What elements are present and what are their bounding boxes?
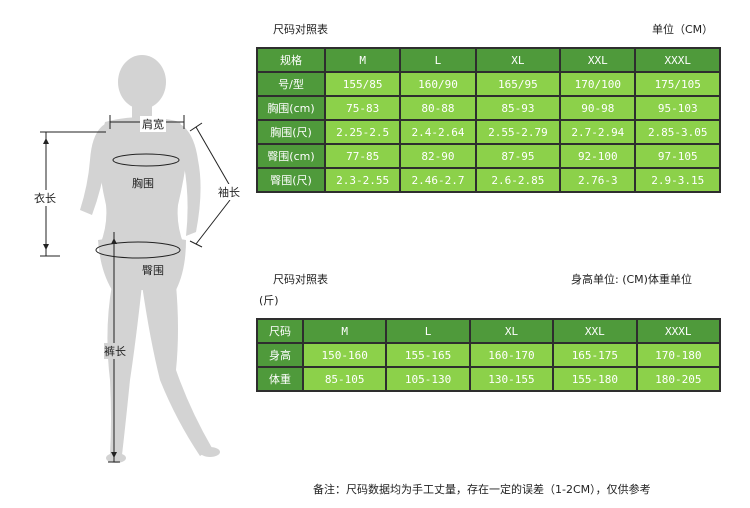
table1-row-label: 臀围(cm) xyxy=(258,145,324,167)
table2-header-cell: XXXL xyxy=(637,320,719,342)
table-cell: 160/90 xyxy=(401,73,475,95)
chest-label: 胸围 xyxy=(132,177,154,190)
note-text: 备注：尺码数据均为手工丈量，存在一定的误差（1-2CM），仅供参考 xyxy=(313,483,651,496)
table1-header-cell: XL xyxy=(476,49,560,71)
table1-header-cell: XXL xyxy=(561,49,635,71)
table1-row-label: 胸围(cm) xyxy=(258,97,324,119)
table1-header-cell: XXXL xyxy=(636,49,719,71)
table2-title-suffix: (斤) xyxy=(259,294,279,307)
table-cell: 2.76-3 xyxy=(561,169,635,191)
table-cell: 160-170 xyxy=(470,344,553,366)
shoulder-width-label: 肩宽 xyxy=(140,116,166,132)
garment-length-label: 衣长 xyxy=(34,190,56,206)
table-row: 号/型 155/85 160/90 165/95 170/100 175/105 xyxy=(258,73,719,95)
table-cell: 85-93 xyxy=(476,97,560,119)
table-row: 胸围(cm) 75-83 80-88 85-93 90-98 95-103 xyxy=(258,97,719,119)
table1-header-cell: L xyxy=(401,49,475,71)
table-cell: 170/100 xyxy=(561,73,635,95)
table2-header-cell: M xyxy=(304,320,386,342)
table-cell: 92-100 xyxy=(561,145,635,167)
table-cell: 85-105 xyxy=(304,368,386,390)
table-row: 身高 150-160 155-165 160-170 165-175 170-1… xyxy=(258,344,719,366)
table-cell: 90-98 xyxy=(561,97,635,119)
table-cell: 2.9-3.15 xyxy=(636,169,719,191)
table2-title: 尺码对照表 xyxy=(273,273,328,286)
table-cell: 180-205 xyxy=(637,368,719,390)
table2-header-cell: L xyxy=(387,320,469,342)
table-cell: 95-103 xyxy=(636,97,719,119)
table-cell: 2.55-2.79 xyxy=(476,121,560,143)
table2-header-cell: XXL xyxy=(554,320,636,342)
table1-row-label: 胸围(尺) xyxy=(258,121,324,143)
table1-header-cell: 规格 xyxy=(258,49,324,71)
table2-header-cell: XL xyxy=(470,320,553,342)
table1-unit: 单位（CM） xyxy=(652,23,714,36)
table-cell: 80-88 xyxy=(401,97,475,119)
table2-row-label: 身高 xyxy=(258,344,302,366)
table-cell: 155/85 xyxy=(326,73,400,95)
table-cell: 155-180 xyxy=(554,368,636,390)
table-cell: 2.25-2.5 xyxy=(326,121,400,143)
table-row: 胸围(尺) 2.25-2.5 2.4-2.64 2.55-2.79 2.7-2.… xyxy=(258,121,719,143)
table2-unit: 身高单位: (CM)体重单位 xyxy=(571,273,692,286)
table-cell: 2.46-2.7 xyxy=(401,169,475,191)
table-cell: 170-180 xyxy=(637,344,719,366)
table-cell: 2.4-2.64 xyxy=(401,121,475,143)
table-cell: 150-160 xyxy=(304,344,386,366)
table-cell: 165/95 xyxy=(476,73,560,95)
table-cell: 2.3-2.55 xyxy=(326,169,400,191)
sleeve-length-label: 袖长 xyxy=(218,184,240,200)
pants-length-label: 裤长 xyxy=(104,343,126,359)
body-measurement-figure: 肩宽 胸围 袖长 衣长 臀围 裤长 xyxy=(0,0,250,508)
size-table-2: 尺码 M L XL XXL XXXL 身高 150-160 155-165 16… xyxy=(256,318,721,392)
body-silhouette-illustration xyxy=(40,55,231,463)
size-table-1: 规格 M L XL XXL XXXL 号/型 155/85 160/90 165… xyxy=(256,47,721,193)
table2-header-row: 尺码 M L XL XXL XXXL xyxy=(258,320,719,342)
table1-title: 尺码对照表 xyxy=(273,23,328,36)
table-cell: 97-105 xyxy=(636,145,719,167)
table-cell: 155-165 xyxy=(387,344,469,366)
table-cell: 87-95 xyxy=(476,145,560,167)
table1-header-cell: M xyxy=(326,49,400,71)
table1-row-label: 臀围(尺) xyxy=(258,169,324,191)
table-cell: 77-85 xyxy=(326,145,400,167)
table-cell: 2.6-2.85 xyxy=(476,169,560,191)
hip-label: 臀围 xyxy=(142,264,164,277)
table1-row-label: 号/型 xyxy=(258,73,324,95)
table1-header-row: 规格 M L XL XXL XXXL xyxy=(258,49,719,71)
table-cell: 82-90 xyxy=(401,145,475,167)
table-cell: 75-83 xyxy=(326,97,400,119)
table-row: 臀围(cm) 77-85 82-90 87-95 92-100 97-105 xyxy=(258,145,719,167)
table-cell: 2.85-3.05 xyxy=(636,121,719,143)
table-cell: 175/105 xyxy=(636,73,719,95)
table-row: 体重 85-105 105-130 130-155 155-180 180-20… xyxy=(258,368,719,390)
table-cell: 2.7-2.94 xyxy=(561,121,635,143)
table-cell: 105-130 xyxy=(387,368,469,390)
table-cell: 165-175 xyxy=(554,344,636,366)
table2-header-cell: 尺码 xyxy=(258,320,302,342)
table-row: 臀围(尺) 2.3-2.55 2.46-2.7 2.6-2.85 2.76-3 … xyxy=(258,169,719,191)
table-cell: 130-155 xyxy=(470,368,553,390)
table2-row-label: 体重 xyxy=(258,368,302,390)
